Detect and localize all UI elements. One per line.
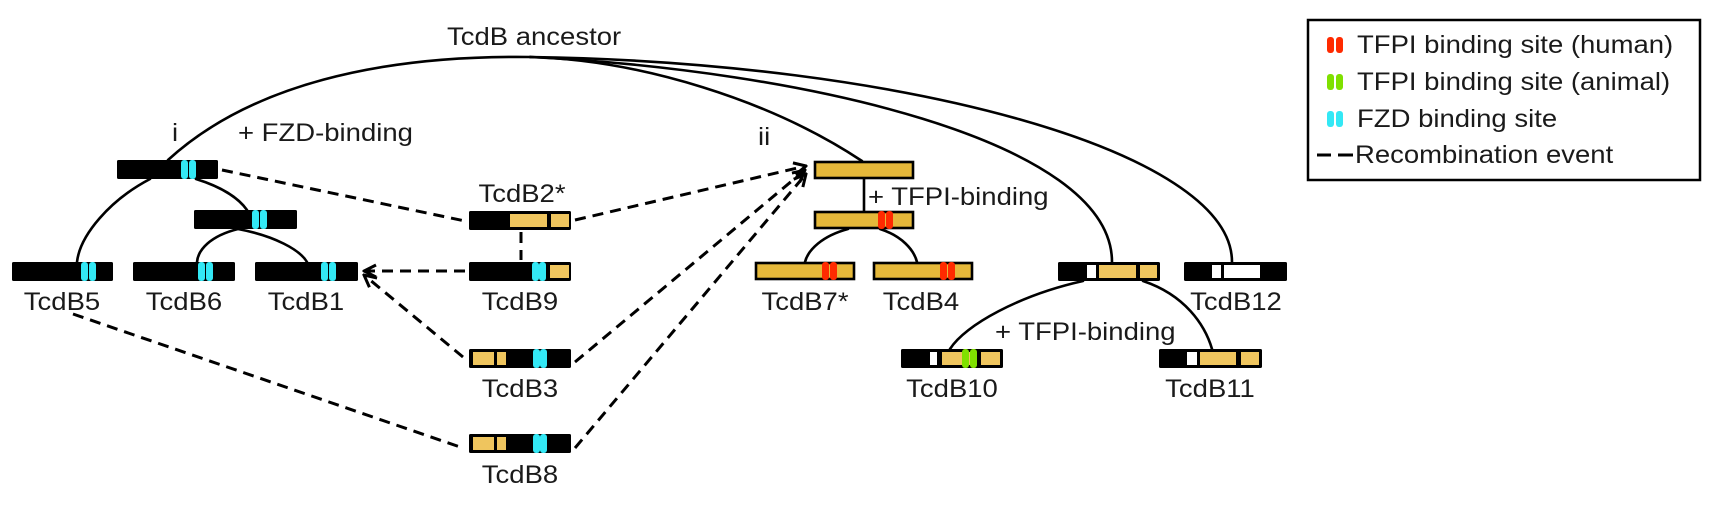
branch-root-to-clade-i [166,55,532,162]
recombination-tcdb2-to-clade-ii [574,166,806,222]
variant-label-tcdb3: TcdB3 [482,374,558,403]
tfpi-node-bar [813,210,915,230]
fzd-binding-site-mark [532,262,539,281]
variant-bar-tcdb10 [901,349,1003,368]
fzd-binding-site-mark [181,160,188,179]
fzd-node-bar [194,210,297,229]
tfpi-human-legend-icon [1336,37,1343,53]
tfpi-human-binding-site-mark [940,262,947,280]
fzd-binding-site-mark [89,262,96,281]
tfpi-animal-binding-site-mark [962,349,969,368]
variant-label-tcdb9: TcdB9 [482,287,558,316]
branch-fzd-node-to-tcdb6 [195,227,240,264]
variant-bar-tcdb4 [872,261,974,281]
variant-bar-tcdb11 [1159,349,1262,368]
legend-label: Recombination event [1355,140,1614,169]
gain-tfpi-binding-label: + TFPI-binding [995,317,1176,346]
recombination-tcdb3-to-tcdb1 [364,275,464,359]
variant-label-tcdb1: TcdB1 [268,287,344,316]
fzd-binding-site-mark [81,262,88,281]
clade-i-label: i [172,118,178,147]
legend-label: FZD binding site [1357,104,1557,133]
legend-box [1306,18,1702,182]
tfpi-animal-legend-icon [1336,74,1343,90]
recombination-events [72,166,806,450]
branch-tfpi-node-to-tcdb4 [878,227,919,264]
phylogeny-branches [75,55,1234,351]
branch-fzd-node-to-tcdb1 [236,227,309,264]
fzd-legend-icon [1327,111,1334,127]
tfpi-human-binding-site-mark [830,262,837,280]
variant-label-tcdb12: TcdB12 [1190,287,1282,316]
fzd-binding-site-mark [540,349,547,368]
legend-item-tfpi-animal: TFPI binding site (animal) [1327,67,1670,96]
variant-label-tcdb6: TcdB6 [146,287,222,316]
tfpi-human-binding-site-mark [822,262,829,280]
recombination-clade-i-to-tcdb2 [221,168,466,223]
tcdb10-11-ancestor-bar [1058,262,1160,281]
variant-bar-tcdb3 [469,349,571,368]
fzd-binding-site-mark [533,434,540,453]
fzd-binding-site-mark [198,262,205,281]
variant-bar-tcdb9 [469,262,571,281]
legend-label: TFPI binding site (human) [1357,30,1673,59]
gain-tfpi-binding-label: + TFPI-binding [868,182,1049,211]
fzd-binding-site-mark [260,210,267,229]
clade-ii-ancestor-bar [813,160,915,180]
variant-label-tcdb7: TcdB7* [761,287,848,316]
branch-ancestor-to-tcdb11 [1141,279,1214,351]
variant-label-tcdb2: TcdB2* [478,179,565,208]
variant-bar-tcdb6 [133,262,235,281]
variant-bar-tcdb7 [754,261,856,281]
fzd-binding-site-mark [329,262,336,281]
branch-root-to-tcdb10-11-ancestor [528,55,1114,264]
legend-item-recombination: Recombination event [1317,140,1614,169]
fzd-binding-site-mark [539,262,546,281]
fzd-binding-site-mark [533,349,540,368]
variant-bar-tcdb12 [1184,262,1287,281]
legend-item-tfpi-human: TFPI binding site (human) [1327,30,1673,59]
fzd-binding-site-mark [206,262,213,281]
clade-i-ancestor-bar [117,160,218,179]
fzd-binding-site-mark [321,262,328,281]
gain-fzd-binding-label: + FZD-binding [238,118,413,147]
variant-bar-tcdb8 [469,434,571,453]
variant-label-tcdb10: TcdB10 [906,374,998,403]
legend: TFPI binding site (human) TFPI binding s… [1306,18,1702,182]
tfpi-human-binding-site-mark [878,211,885,229]
tfpi-human-binding-site-mark [886,211,893,229]
fzd-binding-site-mark [252,210,259,229]
branch-clade-i-to-fzd-node [194,177,249,212]
branch-root-to-tcdb12 [528,55,1234,264]
variant-label-tcdb5: TcdB5 [24,287,100,316]
variant-bar-tcdb5 [12,262,113,281]
variant-bar-tcdb1 [255,262,358,281]
legend-label: TFPI binding site (animal) [1357,67,1670,96]
branch-clade-i-to-tcdb5 [75,177,152,264]
tfpi-animal-legend-icon [1327,74,1334,90]
tfpi-animal-binding-site-mark [970,349,977,368]
root-label: TcdB ancestor [447,22,621,51]
branch-ancestor-to-tcdb10 [948,279,1085,351]
tfpi-human-legend-icon [1327,37,1334,53]
fzd-legend-icon [1336,111,1343,127]
clade-ii-label: ii [758,122,770,151]
fzd-binding-site-mark [540,434,547,453]
recombination-tcdb5-to-tcdb8 [72,312,464,450]
recombination-tcdb3-to-clade-ii [574,170,805,364]
fzd-binding-site-mark [189,160,196,179]
variant-label-tcdb11: TcdB11 [1165,374,1255,403]
tfpi-human-binding-site-mark [948,262,955,280]
recombination-tcdb8-to-clade-ii [573,174,806,449]
variant-label-tcdb4: TcdB4 [883,287,959,316]
variant-bar-tcdb2 [469,211,571,230]
legend-item-fzd: FZD binding site [1327,104,1557,133]
variant-label-tcdb8: TcdB8 [482,460,558,489]
branch-tfpi-node-to-tcdb7 [803,227,850,264]
